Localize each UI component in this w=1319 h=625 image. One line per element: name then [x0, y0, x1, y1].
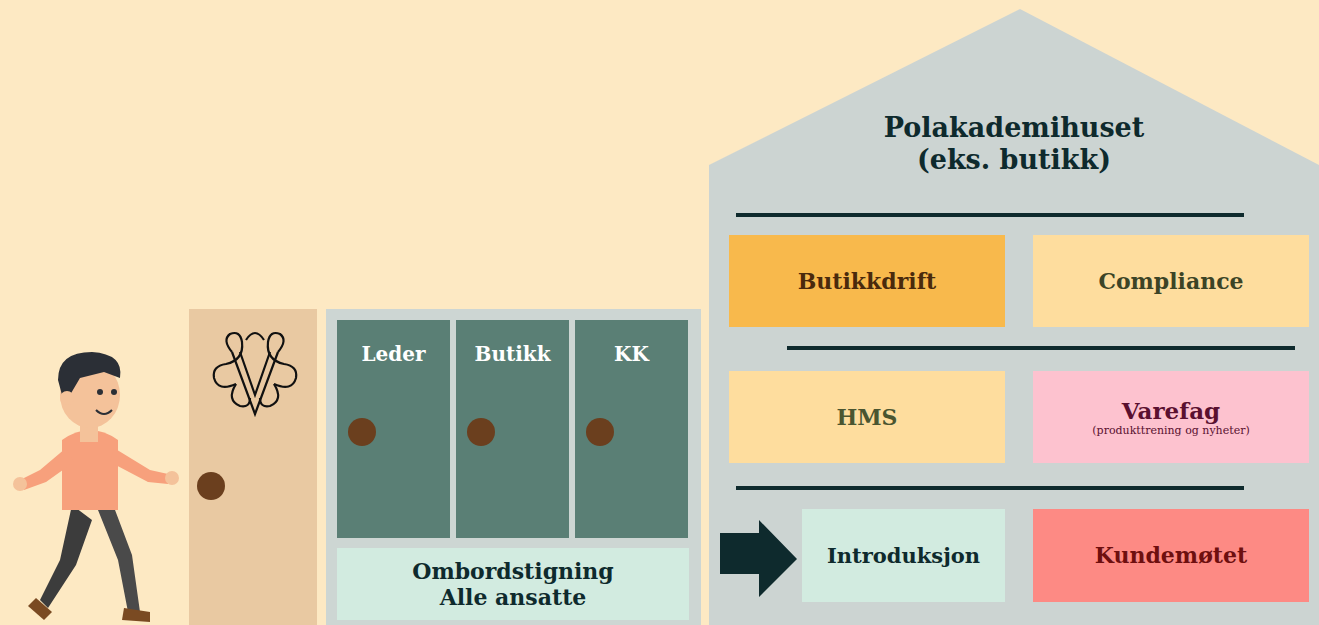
- onboarding-box: Ombordstigning Alle ansatte: [337, 548, 689, 620]
- divider-line: [736, 213, 1244, 217]
- node-label: Varefag: [1122, 397, 1220, 425]
- node-label: Polakademihuset (eks. butikk): [854, 112, 1174, 177]
- node-label: Compliance: [1098, 268, 1243, 294]
- topic-box: Butikkdrift: [729, 235, 1005, 327]
- topic-box: Compliance: [1033, 235, 1309, 327]
- door-knob: [586, 418, 614, 446]
- node-label: Leder: [361, 342, 425, 366]
- topic-box: HMS: [729, 371, 1005, 463]
- node-subtitle: (produkttrening og nyheter): [1092, 424, 1249, 437]
- person-illustration: [13, 352, 179, 622]
- role-door: Leder: [337, 320, 450, 538]
- start-arrow: [720, 520, 797, 597]
- divider-line: [787, 346, 1295, 350]
- node-label: Introduksjon: [827, 543, 980, 568]
- entrance-door: [189, 309, 317, 625]
- node-label: KK: [614, 342, 649, 366]
- topic-box: Varefag(produkttrening og nyheter): [1033, 371, 1309, 463]
- node-label: Butikkdrift: [798, 268, 937, 294]
- topic-box: Introduksjon: [802, 509, 1005, 602]
- topic-box: Kundemøtet: [1033, 509, 1309, 602]
- node-label: Butikk: [475, 342, 551, 366]
- node-label: Kundemøtet: [1095, 542, 1247, 568]
- logo-symbol: [214, 333, 297, 414]
- door-knob: [348, 418, 376, 446]
- door-knob: [197, 472, 225, 500]
- house-shape: [709, 9, 1319, 625]
- door-knob: [467, 418, 495, 446]
- onboarding-panel: [326, 309, 701, 625]
- divider-line: [736, 486, 1244, 490]
- role-door: KK: [575, 320, 688, 538]
- academy-house: Polakademihuset (eks. butikk) Butikkdrift…: [709, 9, 1319, 625]
- node-label: HMS: [836, 404, 897, 430]
- node-label: Ombordstigning Alle ansatte: [388, 558, 638, 611]
- role-door: Butikk: [456, 320, 569, 538]
